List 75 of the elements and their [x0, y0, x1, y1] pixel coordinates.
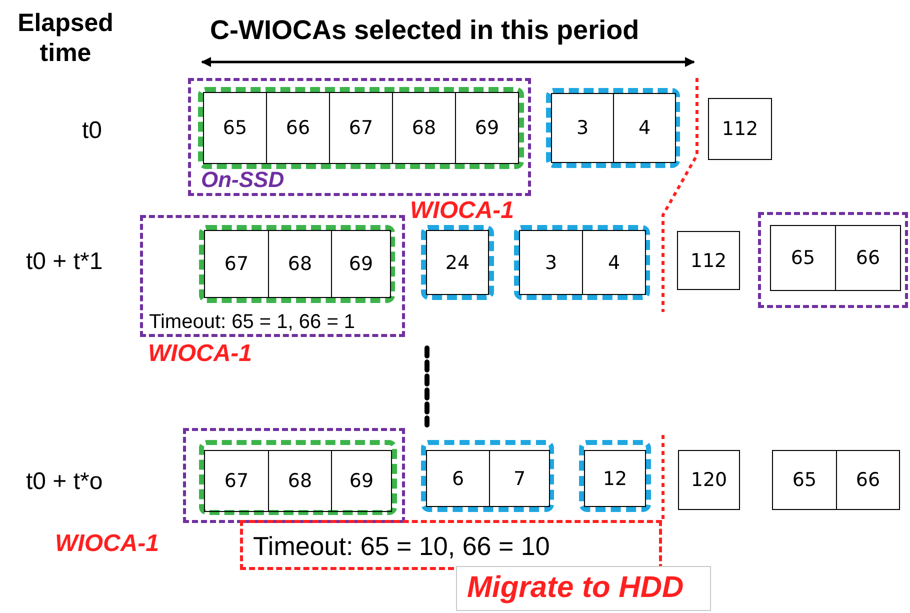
cell-box: [331, 450, 392, 512]
cell-box: [329, 92, 393, 164]
cell-number: 69: [349, 470, 374, 492]
cell-box: [331, 230, 391, 298]
cell-number: 120: [690, 469, 728, 491]
cell-box: [770, 225, 836, 291]
group-outline: [140, 215, 405, 337]
group-outline: [546, 88, 680, 168]
row-label: t0: [82, 117, 102, 146]
cell-box: [772, 450, 837, 510]
group-outline: [198, 87, 524, 169]
cell-box: [266, 92, 330, 164]
timeout-text: Timeout: 65 = 10, 66 = 10: [253, 531, 550, 562]
cell-number: 67: [224, 470, 249, 492]
group-outline: [183, 428, 405, 523]
cell-number: 12: [602, 468, 628, 490]
cell-number: 68: [288, 470, 312, 492]
cell-number: 7: [513, 468, 526, 490]
cell-box: [519, 230, 583, 295]
timeout-text: Timeout: 65 = 1, 66 = 1: [149, 311, 356, 334]
group-outline: [199, 225, 395, 303]
group-outline: [199, 440, 397, 515]
cell-box: [584, 450, 646, 507]
cell-box: [426, 450, 490, 507]
row-label: t0 + t*1: [26, 248, 103, 277]
group-outline: [188, 78, 531, 196]
cell-number: 67: [348, 117, 374, 139]
cell-number: 24: [445, 252, 470, 274]
row-label: t0 + t*o: [26, 468, 103, 497]
group-label: WIOCA-1: [148, 340, 252, 368]
group-label: On-SSD: [201, 167, 284, 193]
group-outline: [579, 440, 651, 512]
cell-box: [836, 450, 900, 510]
cell-number: 67: [224, 253, 249, 275]
row-label: C-WIOCAs selected in this period: [210, 14, 640, 46]
cell-number: 69: [474, 117, 500, 139]
cell-box: [392, 92, 456, 164]
cell-number: 112: [722, 118, 758, 140]
cell-box: [835, 225, 901, 291]
migrate-label: Migrate to HDD: [467, 571, 684, 605]
cell-box: [203, 92, 267, 164]
cell-box: [582, 230, 646, 295]
cell-number: 4: [638, 117, 651, 139]
cell-box: [613, 93, 676, 163]
cell-box: [204, 230, 269, 298]
group-outline: [514, 225, 650, 300]
cell-number: 66: [856, 247, 880, 269]
cell-box: [268, 230, 332, 298]
cell-number: 66: [286, 117, 310, 139]
cell-number: 68: [288, 253, 312, 275]
group-outline: [421, 440, 554, 512]
cell-number: 68: [412, 117, 436, 139]
cell-box: [678, 450, 740, 510]
group-label: WIOCA-1: [410, 197, 514, 225]
group-label: WIOCA-1: [55, 530, 159, 558]
cell-box: [268, 450, 332, 512]
cell-number: 65: [222, 117, 248, 139]
cell-number: 65: [790, 247, 816, 269]
cell-box: [708, 98, 772, 160]
cell-number: 69: [348, 253, 374, 275]
cell-box: [551, 93, 614, 163]
cell-box: [204, 450, 269, 512]
cell-box: [455, 92, 519, 164]
cell-number: 3: [544, 252, 558, 274]
cell-number: 112: [690, 250, 727, 272]
row-label: Elapsed time: [16, 8, 114, 68]
group-outline: [758, 212, 908, 308]
cell-number: 65: [792, 469, 817, 491]
cell-number: 4: [608, 252, 620, 274]
cell-box: [489, 450, 550, 507]
cell-box: [677, 231, 740, 290]
cell-number: 3: [576, 117, 589, 139]
cell-number: 6: [452, 468, 464, 490]
cell-number: 66: [856, 469, 880, 491]
note-box: [456, 566, 711, 611]
